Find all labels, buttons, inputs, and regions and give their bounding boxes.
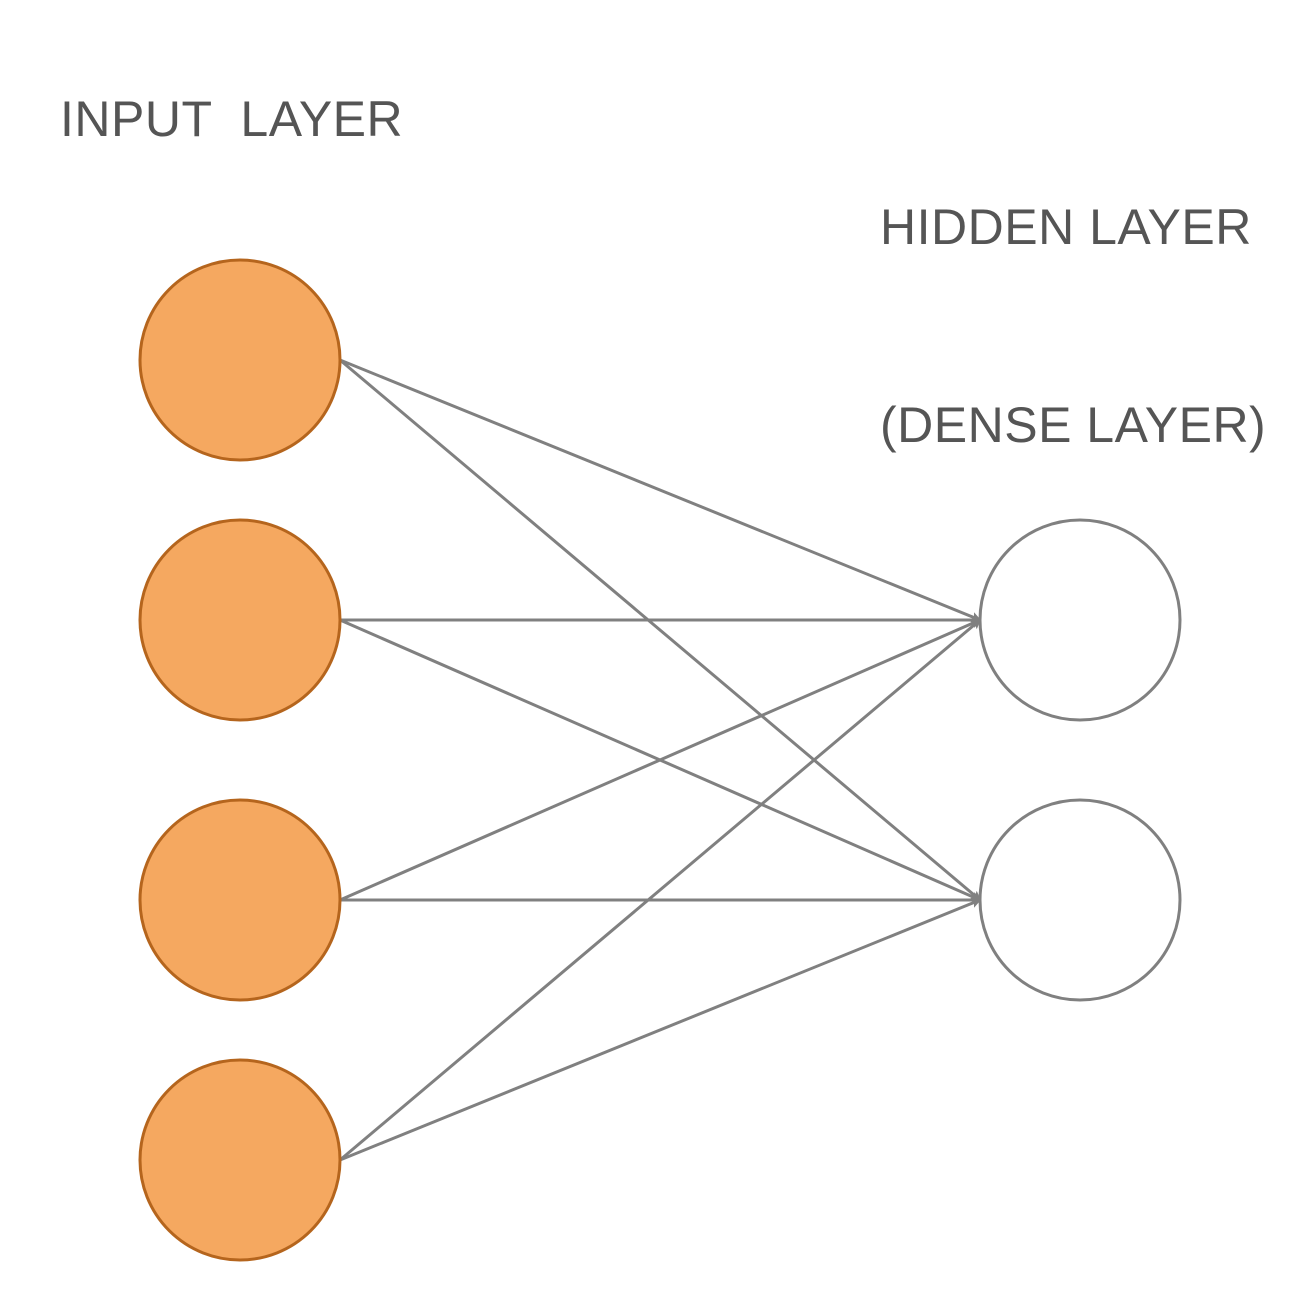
input-node-2 bbox=[138, 518, 342, 722]
hidden-node-1 bbox=[978, 518, 1182, 722]
hidden-layer-title-line2: (DENSE LAYER) bbox=[880, 397, 1267, 453]
connection-input1-hidden2 bbox=[339, 358, 982, 902]
hidden-node-2 bbox=[978, 798, 1182, 1002]
connection-input3-hidden1 bbox=[339, 618, 982, 902]
input-node-3 bbox=[138, 798, 342, 1002]
input-node-4 bbox=[138, 1058, 342, 1262]
hidden-layer-title: HIDDEN LAYER (DENSE LAYER) bbox=[880, 62, 1266, 524]
input-layer-title: INPUT LAYER bbox=[60, 91, 404, 147]
connection-input4-hidden1 bbox=[339, 618, 982, 1162]
connection-input1-hidden1 bbox=[339, 358, 982, 622]
connection-input4-hidden2 bbox=[339, 898, 982, 1162]
connections-group bbox=[339, 358, 982, 1162]
nodes-group bbox=[138, 258, 1182, 1262]
hidden-layer-title-line1: HIDDEN LAYER bbox=[880, 199, 1252, 255]
input-node-1 bbox=[138, 258, 342, 462]
